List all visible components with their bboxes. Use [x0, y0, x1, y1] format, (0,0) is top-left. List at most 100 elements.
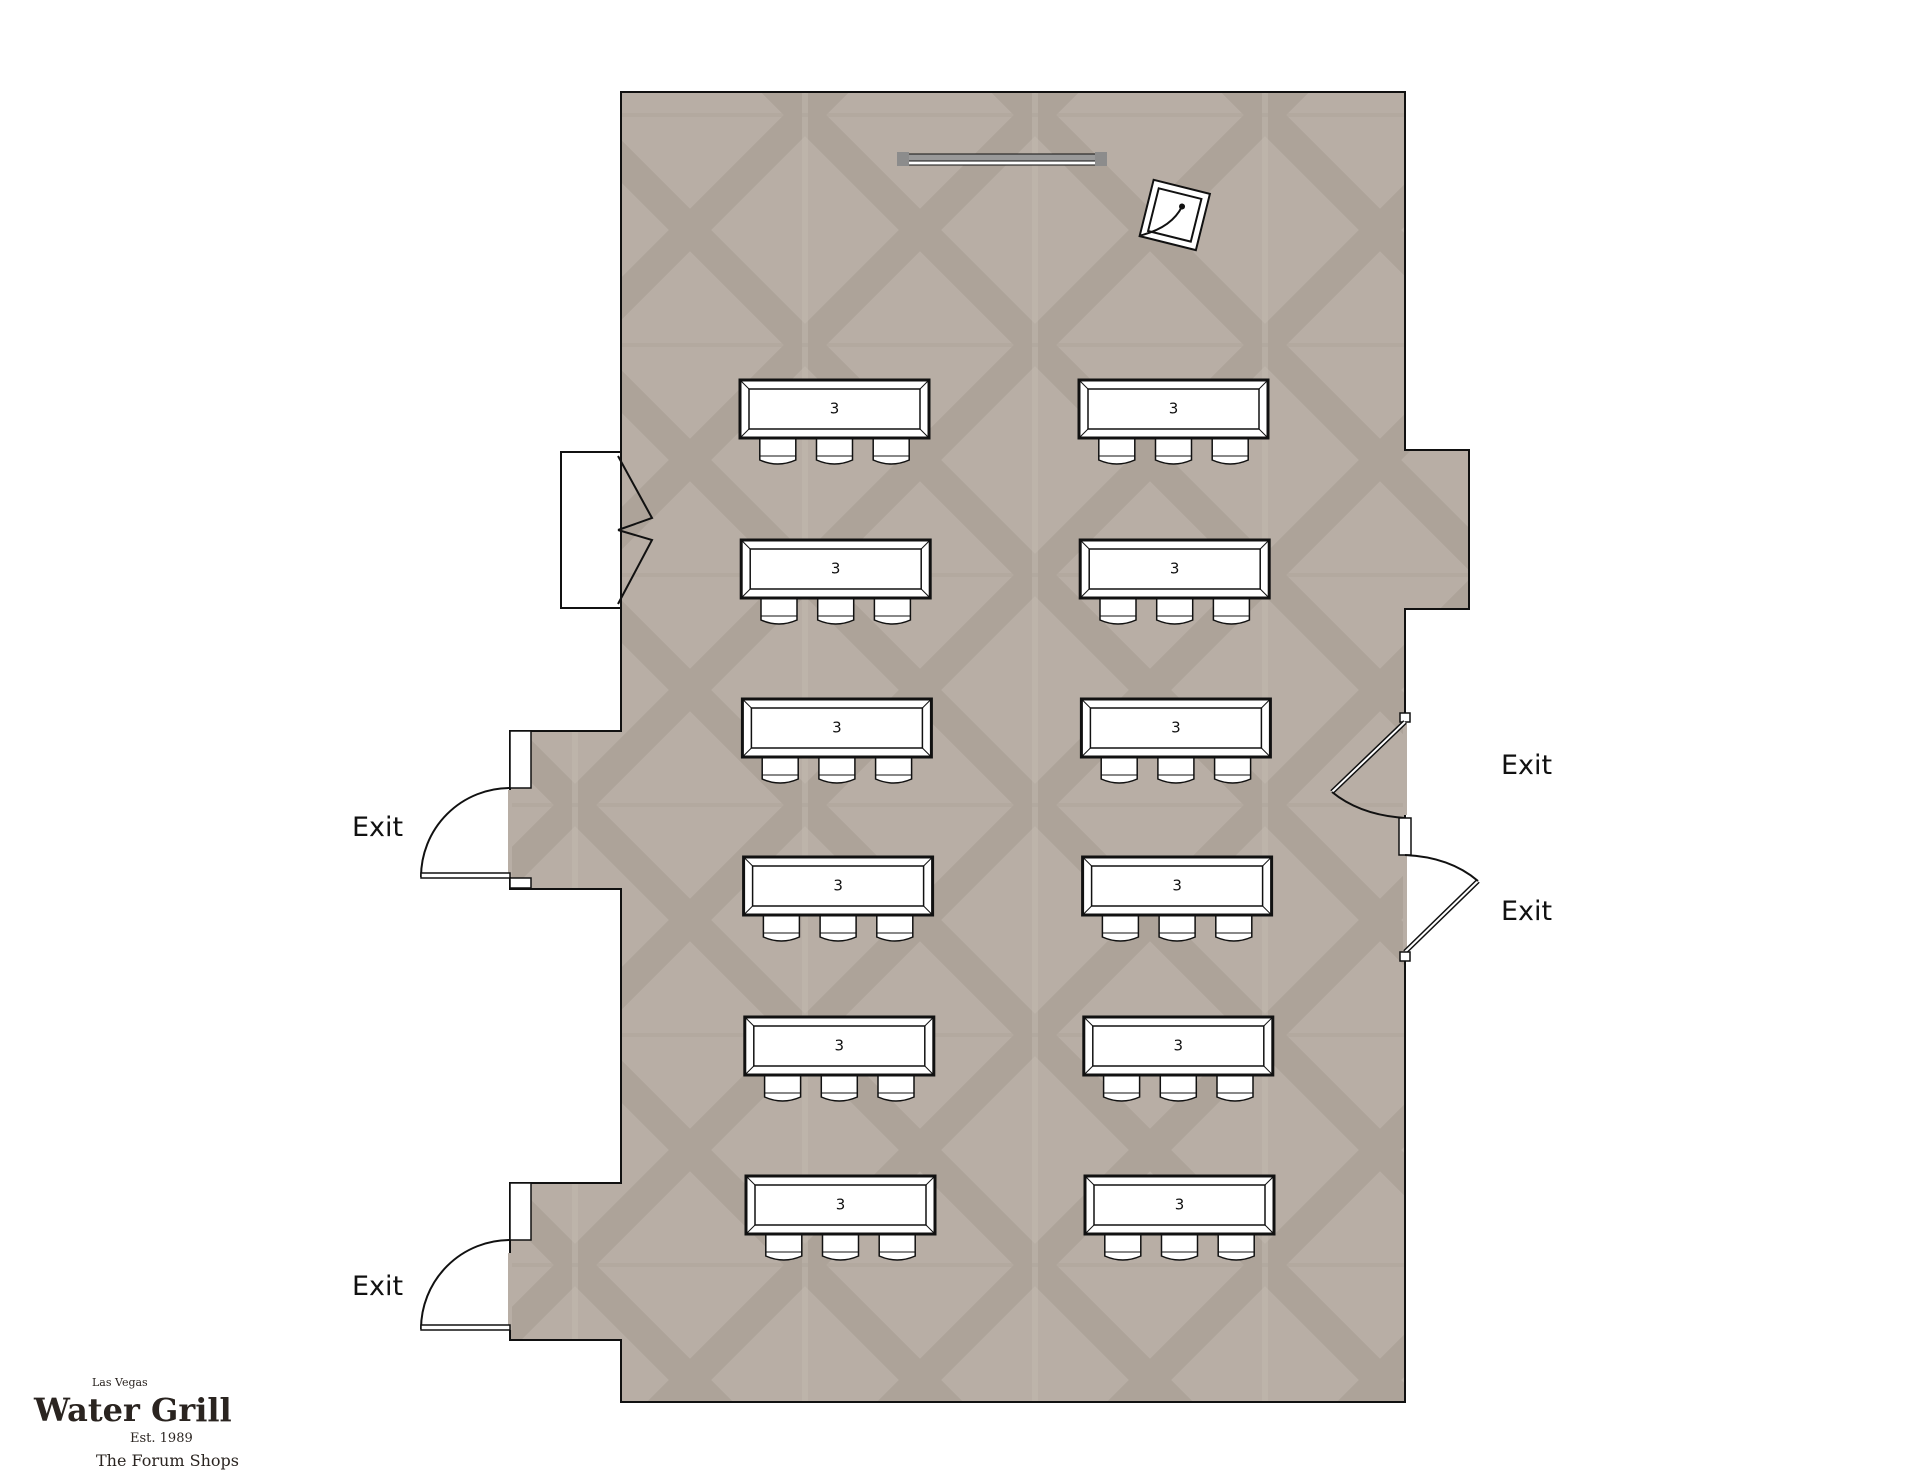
table-bevel: [1262, 905, 1272, 916]
chair: [872, 437, 910, 465]
table-bevel: [923, 905, 933, 916]
table-bevel: [1081, 698, 1091, 709]
table-inner: [753, 1025, 926, 1067]
table[interactable]: 3: [1081, 855, 1274, 942]
table-bevel: [745, 1224, 756, 1235]
room-floor: [509, 91, 1470, 1403]
exit-door-left-lower[interactable]: [420, 1182, 532, 1331]
chair: [815, 437, 854, 465]
table-seat-count: 3: [1169, 400, 1179, 418]
table-bevel: [1083, 1065, 1094, 1076]
chair: [1213, 756, 1252, 784]
table[interactable]: 3: [742, 855, 935, 942]
table-seat-count: 3: [831, 560, 841, 578]
table-bevel: [742, 698, 752, 709]
table-inner: [749, 548, 922, 590]
table-bevel: [742, 747, 752, 758]
logo-top: Las Vegas: [92, 1376, 148, 1389]
table-bevel: [920, 539, 931, 550]
table-bevel: [1078, 379, 1089, 390]
table-bevel: [1259, 588, 1270, 599]
table-bevel: [1264, 1224, 1275, 1235]
logo-name: Water Grill: [33, 1391, 232, 1429]
table-bevel: [925, 1175, 936, 1186]
table-bevel: [1081, 747, 1091, 758]
table[interactable]: 3: [1077, 378, 1270, 465]
chair: [876, 914, 914, 942]
table-seat-count: 3: [1175, 1196, 1185, 1214]
table[interactable]: 3: [1079, 697, 1272, 784]
table-inner: [1088, 548, 1261, 590]
table-inner: [1089, 707, 1263, 749]
podium: [1138, 178, 1212, 252]
table-bevel: [739, 379, 750, 390]
table-bevel: [1258, 379, 1269, 390]
chair: [1102, 1074, 1141, 1102]
chair: [1159, 1074, 1198, 1102]
chair: [1099, 597, 1137, 625]
table-bevel: [1082, 905, 1092, 916]
exit-door-right-upper[interactable]: [1330, 712, 1412, 856]
table-bevel: [1258, 428, 1269, 439]
table[interactable]: 3: [744, 1174, 937, 1261]
table-bevel: [745, 1175, 756, 1186]
table-bevel: [1264, 1175, 1275, 1186]
chair: [877, 1074, 915, 1102]
table-bevel: [922, 747, 932, 758]
logo-est: Est. 1989: [130, 1431, 193, 1446]
table-inner: [1092, 1025, 1265, 1067]
table-bevel: [924, 1065, 935, 1076]
exit-door-left-upper[interactable]: [420, 730, 532, 889]
chair: [1158, 914, 1196, 942]
table[interactable]: 3: [740, 697, 933, 784]
chair: [1155, 597, 1194, 625]
chair: [762, 914, 801, 942]
water-grill-logo: Las Vegas Water Grill Est. 1989 The Foru…: [33, 1376, 239, 1470]
table-bevel: [1078, 428, 1089, 439]
table-bevel: [920, 588, 931, 599]
chair: [1154, 437, 1193, 465]
chair: [874, 756, 913, 784]
table-seat-count: 3: [835, 1037, 845, 1055]
table-bevel: [1084, 1224, 1095, 1235]
table-bevel: [1084, 1175, 1095, 1186]
table[interactable]: 3: [743, 1015, 936, 1102]
chair: [1160, 1233, 1199, 1261]
table-seat-count: 3: [1171, 719, 1181, 737]
table-bevel: [1079, 588, 1090, 599]
table-seat-count: 3: [1174, 1037, 1184, 1055]
chair: [1215, 914, 1253, 942]
closet: [560, 451, 654, 609]
table-inner: [748, 388, 921, 430]
table[interactable]: 3: [1083, 1174, 1276, 1261]
chair: [821, 1233, 860, 1261]
chair: [1212, 597, 1251, 625]
table-seat-count: 3: [1172, 877, 1182, 895]
exit-label: Exit: [1501, 750, 1552, 781]
table-bevel: [1263, 1016, 1274, 1027]
table[interactable]: 3: [738, 378, 931, 465]
table-bevel: [740, 588, 751, 599]
chair: [820, 1074, 859, 1102]
table-seat-count: 3: [830, 400, 840, 418]
table-inner: [751, 865, 925, 907]
table[interactable]: 3: [1082, 1015, 1275, 1102]
exit-door-right-lower[interactable]: [1399, 854, 1480, 962]
table-inner: [1087, 388, 1260, 430]
chair: [878, 1233, 916, 1261]
chair: [1157, 756, 1195, 784]
table-bevel: [924, 1016, 935, 1027]
table-bevel: [744, 1065, 755, 1076]
exit-label: Exit: [352, 812, 403, 843]
chair: [760, 597, 798, 625]
chair: [1100, 756, 1138, 784]
chair: [1216, 1074, 1254, 1102]
table-bevel: [1259, 539, 1270, 550]
chair: [759, 437, 797, 465]
table-seat-count: 3: [836, 1196, 846, 1214]
table-seat-count: 3: [832, 719, 842, 737]
table[interactable]: 3: [739, 538, 932, 625]
exit-label: Exit: [352, 1271, 403, 1302]
chair: [763, 1074, 802, 1102]
table[interactable]: 3: [1078, 538, 1271, 625]
